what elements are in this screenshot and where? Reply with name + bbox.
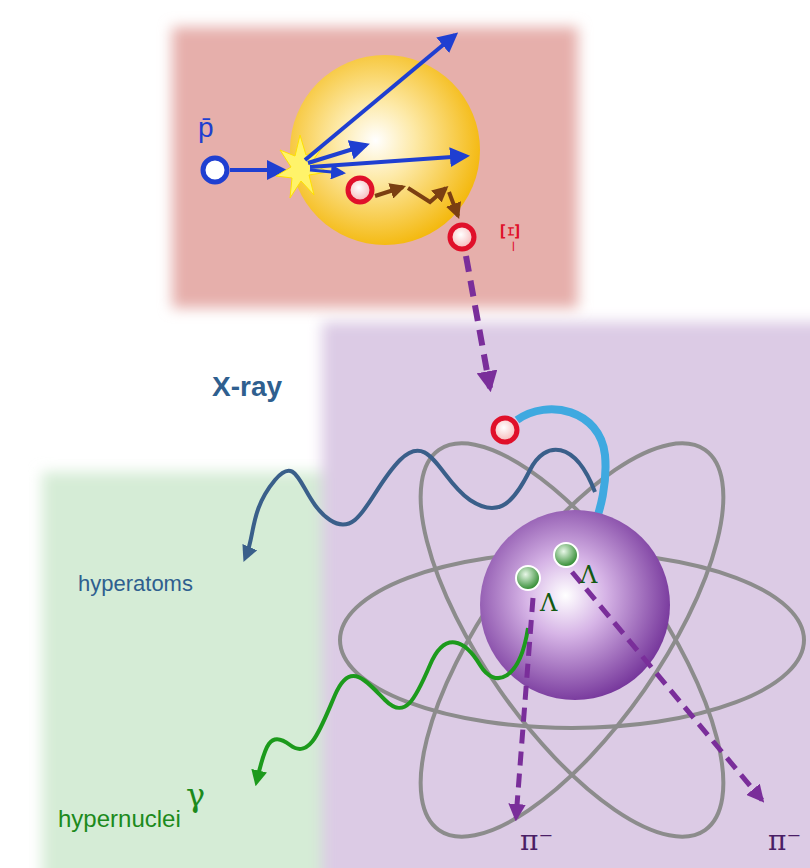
particle-label: Λ xyxy=(580,562,597,588)
particle-label: π⁻ xyxy=(768,826,801,857)
annihilation-panel: p̄ Ξ⁻ xyxy=(170,25,580,310)
panel-label: hyperatoms xyxy=(78,572,193,596)
lambda-ball xyxy=(554,543,578,567)
red-panel xyxy=(172,27,578,308)
particle-label: Λ xyxy=(540,590,557,616)
xi-ball xyxy=(450,225,474,249)
meson-arrow xyxy=(305,35,455,160)
meson-arrow xyxy=(310,156,466,167)
particle-label: π⁻ xyxy=(520,826,553,857)
transfer-arrow xyxy=(466,256,490,388)
rescatter-arrow xyxy=(375,187,403,196)
hyperon-ball xyxy=(348,178,372,202)
antiproton xyxy=(203,158,227,182)
detection-panel: hyperatoms hypernucleiγ xyxy=(40,470,330,868)
meson-arrow xyxy=(308,145,366,163)
atom-orbits xyxy=(340,399,804,868)
captured-xi xyxy=(493,418,517,442)
gamma-wave xyxy=(257,628,528,780)
green-panel xyxy=(42,472,342,868)
hypernucleus-node: ΛΛ xyxy=(480,510,670,700)
purple-panel xyxy=(322,322,810,868)
lambda-ball xyxy=(516,566,540,590)
pion-arrow xyxy=(572,572,762,800)
rescatter-arrow xyxy=(408,188,446,202)
rescatter-arrow xyxy=(449,192,458,216)
meson-arrow xyxy=(310,170,343,173)
panel-label: hypernuclei xyxy=(58,806,181,832)
particle-label: Ξ⁻ xyxy=(496,223,522,253)
pion-arrow xyxy=(516,598,533,818)
radiation-label: X-ray xyxy=(212,372,282,403)
particle-label: p̄ xyxy=(198,113,214,144)
antiproton-arrow xyxy=(230,168,283,172)
particle-label: γ xyxy=(186,778,205,813)
